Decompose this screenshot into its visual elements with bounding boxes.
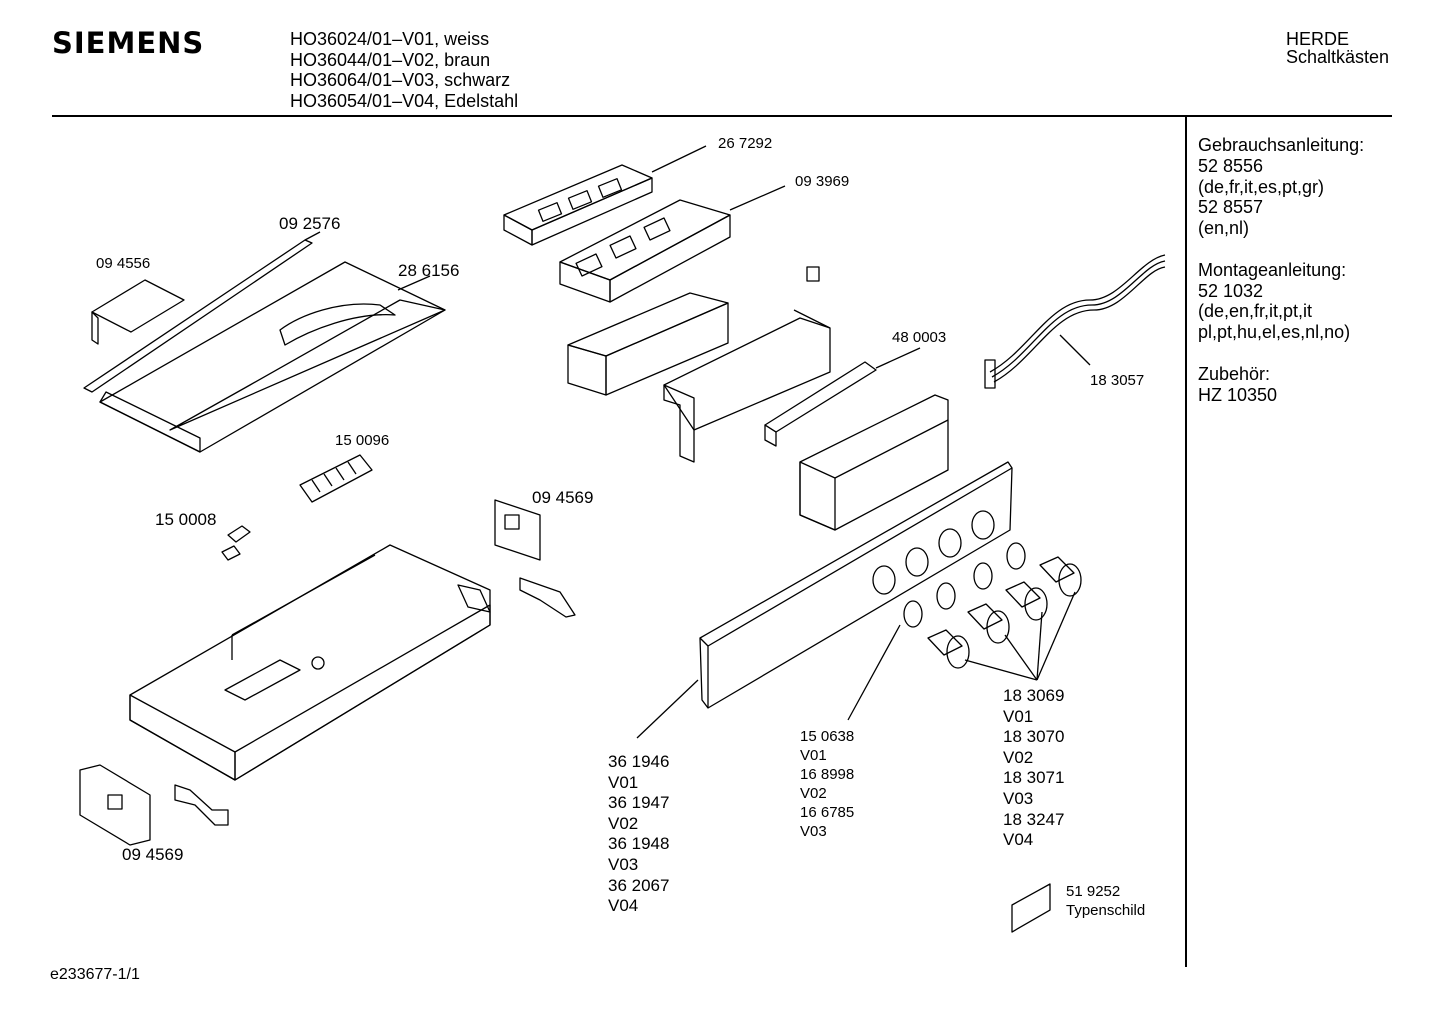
part-variant-list-361946: 36 1946 V01 36 1947 V02 36 1948 V03 36 2… — [608, 752, 669, 917]
variant-line: V03 — [1003, 788, 1034, 808]
part-switchblock-093969 — [559, 185, 786, 303]
part-clip-150008 — [221, 525, 251, 561]
part-plate-094556 — [91, 279, 185, 345]
subcategory: Schaltkästen — [1286, 47, 1390, 67]
part-label: 28 6156 — [398, 261, 460, 280]
part-chassis — [129, 544, 491, 781]
part-knobs-183069 — [927, 556, 1082, 681]
part-label: 09 4556 — [96, 255, 151, 272]
part-bracket-094569-upper — [494, 499, 576, 618]
part-variant-list-150638: 15 0638 V01 16 8998 V02 16 6785 V03 — [800, 727, 854, 841]
header-rule — [52, 115, 1392, 117]
part-rod-092576 — [83, 231, 321, 393]
typeplate-number: 51 9252 — [1066, 883, 1121, 900]
model-list: HO36024/01–V01, weiss HO36044/01–V02, br… — [290, 29, 518, 111]
variant-line: V02 — [1003, 747, 1034, 767]
variant-line: 16 8998 — [800, 766, 855, 783]
model-line: HO36054/01–V04, Edelstahl — [290, 90, 519, 111]
assembly-line: (de,en,fr,it,pt,it — [1198, 301, 1313, 322]
part-label: 09 2576 — [279, 214, 341, 233]
manual-line: (en,nl) — [1198, 218, 1250, 239]
variant-line: 36 1947 — [608, 793, 670, 813]
variant-line: V01 — [608, 772, 639, 792]
variant-line: 36 1946 — [608, 752, 670, 771]
part-label: 15 0096 — [335, 432, 390, 449]
variant-line: 18 3247 — [1003, 809, 1065, 829]
variant-line: V01 — [1003, 706, 1034, 726]
part-label: 26 7292 — [718, 135, 773, 152]
variant-line: V02 — [800, 785, 827, 802]
model-line: HO36024/01–V01, weiss — [290, 29, 490, 49]
part-label: 09 3969 — [795, 173, 850, 190]
part-frame-267292 — [503, 145, 707, 246]
assembly-title: Montageanleitung: — [1198, 259, 1347, 280]
part-label: 15 0008 — [155, 510, 217, 529]
part-label: 48 0003 — [892, 329, 947, 346]
part-strip-480003 — [764, 347, 921, 447]
accessory-title: Zubehör: — [1198, 363, 1271, 384]
variant-line: 36 1948 — [608, 834, 670, 854]
manual-title: Gebrauchsanleitung: — [1198, 135, 1365, 155]
part-terminal-150096 — [299, 454, 373, 503]
variant-line: 18 3070 — [1003, 727, 1065, 747]
part-cover-286156 — [99, 261, 446, 453]
accessory-line: HZ 10350 — [1198, 384, 1278, 405]
manual-line: 52 8557 — [1198, 197, 1264, 218]
category: HERDE — [1286, 29, 1350, 49]
variant-line: V03 — [800, 823, 827, 840]
typeplate-label: 51 9252 Typenschild — [1066, 882, 1145, 920]
model-line: HO36044/01–V02, braun — [290, 49, 491, 70]
variant-line: V02 — [608, 813, 639, 833]
part-knob-housing — [799, 394, 949, 531]
part-label: 09 4569 — [122, 845, 184, 864]
variant-line: 18 3069 — [1003, 686, 1065, 705]
typeplate-name: Typenschild — [1066, 902, 1146, 919]
part-bracket-094569-lower — [79, 764, 229, 846]
part-bracket — [663, 309, 831, 463]
part-cable-183057 — [984, 254, 1166, 389]
variant-line: 16 6785 — [800, 804, 855, 821]
manual-line: 52 8556 — [1198, 155, 1264, 176]
brand-logo: SIEMENS — [52, 26, 205, 60]
part-typeplate-519252 — [1011, 883, 1051, 933]
part-panel-361946 — [636, 461, 1013, 739]
part-label: 09 4569 — [532, 488, 594, 507]
variant-line: 15 0638 — [800, 728, 855, 745]
variant-line: V04 — [1003, 830, 1034, 850]
small-clip-part — [806, 266, 820, 282]
part-rings-150638 — [847, 542, 1026, 721]
model-line: HO36064/01–V03, schwarz — [290, 70, 511, 90]
assembly-line: pl,pt,hu,el,es,nl,no) — [1198, 322, 1351, 343]
variant-line: 18 3071 — [1003, 768, 1065, 788]
variant-line: V01 — [800, 747, 827, 764]
part-variant-list-183069: 18 3069 V01 18 3070 V02 18 3071 V03 18 3… — [1003, 686, 1064, 851]
sidebar-info: Gebrauchsanleitung: 52 8556 (de,fr,it,es… — [1198, 135, 1364, 405]
document-code: e233677-1/1 — [50, 966, 140, 983]
part-label: 18 3057 — [1090, 372, 1145, 389]
variant-line: V04 — [608, 896, 639, 916]
part-tray — [567, 292, 729, 396]
category-block: HERDE Schaltkästen — [1286, 30, 1389, 66]
assembly-line: 52 1032 — [1198, 280, 1264, 301]
variant-line: 36 2067 — [608, 875, 670, 895]
manual-line: (de,fr,it,es,pt,gr) — [1198, 176, 1325, 197]
variant-line: V03 — [608, 854, 639, 874]
sidebar-divider — [1185, 117, 1187, 967]
